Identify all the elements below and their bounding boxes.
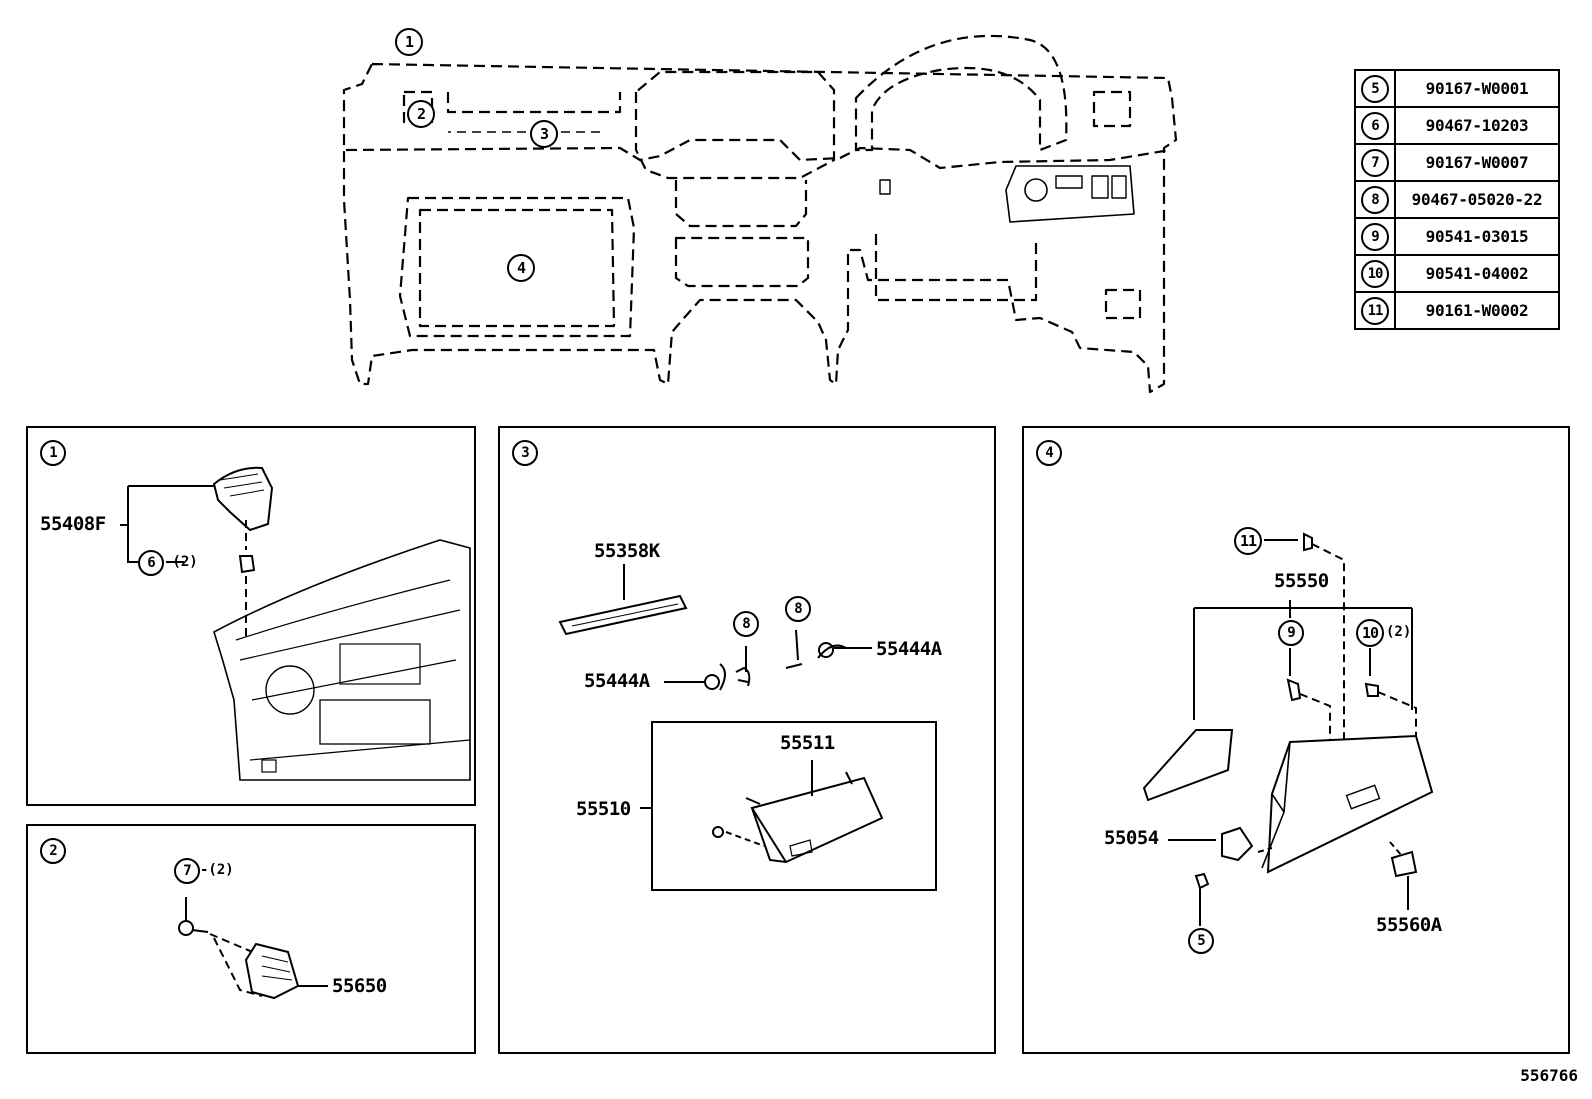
ref-callout: 5 bbox=[1361, 74, 1389, 103]
part-label-55408F: 55408F bbox=[40, 513, 106, 535]
ref-callout: 7 bbox=[1361, 148, 1389, 177]
ref-callout: 11 bbox=[1361, 296, 1389, 325]
ref-callout: 8 bbox=[1361, 185, 1389, 214]
ref-callout-6: 6 bbox=[138, 550, 164, 576]
ref-callout-10: 10 bbox=[1356, 619, 1384, 647]
overview-callout-2: 2 bbox=[407, 100, 435, 128]
overview-callout-3: 3 bbox=[530, 120, 558, 148]
ref-callout-5: 5 bbox=[1188, 928, 1214, 954]
overview-callout-4: 4 bbox=[507, 254, 535, 282]
ref-callout-8-left: 8 bbox=[733, 611, 759, 637]
drawing-id: 556766 bbox=[1520, 1066, 1578, 1085]
panel-1-index: 1 bbox=[40, 440, 66, 466]
part-label-55358K: 55358K bbox=[594, 540, 660, 562]
detail-panel-1 bbox=[26, 426, 476, 806]
ref-callout: 10 bbox=[1361, 259, 1389, 288]
instrument-panel-overview bbox=[342, 34, 1178, 394]
part-label-55550: 55550 bbox=[1274, 570, 1329, 592]
part-label-55510: 55510 bbox=[576, 798, 631, 820]
ref-part-number: 90541-04002 bbox=[1394, 254, 1560, 293]
detail-panel-4 bbox=[1022, 426, 1570, 1054]
part-label-55511: 55511 bbox=[780, 732, 835, 754]
detail-panel-3 bbox=[498, 426, 996, 1054]
part-label-55054: 55054 bbox=[1104, 827, 1159, 849]
part-label-55444A-right: 55444A bbox=[876, 638, 942, 660]
part-label-55444A-left: 55444A bbox=[584, 670, 650, 692]
ref-part-number: 90541-03015 bbox=[1394, 217, 1560, 256]
panel-2-index: 2 bbox=[40, 838, 66, 864]
ref-callout-8-right: 8 bbox=[785, 596, 811, 622]
ref-callout-9: 9 bbox=[1278, 620, 1304, 646]
ref-part-number: 90167-W0007 bbox=[1394, 143, 1560, 182]
part-label-55650: 55650 bbox=[332, 975, 387, 997]
panel-3-index: 3 bbox=[512, 440, 538, 466]
ref-part-number: 90467-05020-22 bbox=[1394, 180, 1560, 219]
ref-part-number: 90167-W0001 bbox=[1394, 69, 1560, 108]
qty-label-10: (2) bbox=[1386, 624, 1412, 640]
part-label-55560A: 55560A bbox=[1376, 914, 1442, 936]
qty-label-6: -(2) bbox=[164, 554, 198, 570]
overview-callout-1: 1 bbox=[395, 28, 423, 56]
p3-artwork bbox=[558, 564, 937, 891]
ref-callout: 9 bbox=[1361, 222, 1389, 251]
ref-callout-11: 11 bbox=[1234, 527, 1262, 555]
ref-callout-7: 7 bbox=[174, 858, 200, 884]
ref-part-number: 90161-W0002 bbox=[1394, 291, 1560, 330]
p2-artwork bbox=[178, 897, 328, 1000]
panel-4-index: 4 bbox=[1036, 440, 1062, 466]
p4-artwork bbox=[1142, 532, 1434, 926]
p1-artwork bbox=[120, 466, 471, 781]
ref-callout: 6 bbox=[1361, 111, 1389, 140]
qty-label-7: -(2) bbox=[200, 862, 234, 878]
detail-panel-2 bbox=[26, 824, 476, 1054]
ref-part-number: 90467-10203 bbox=[1394, 106, 1560, 145]
